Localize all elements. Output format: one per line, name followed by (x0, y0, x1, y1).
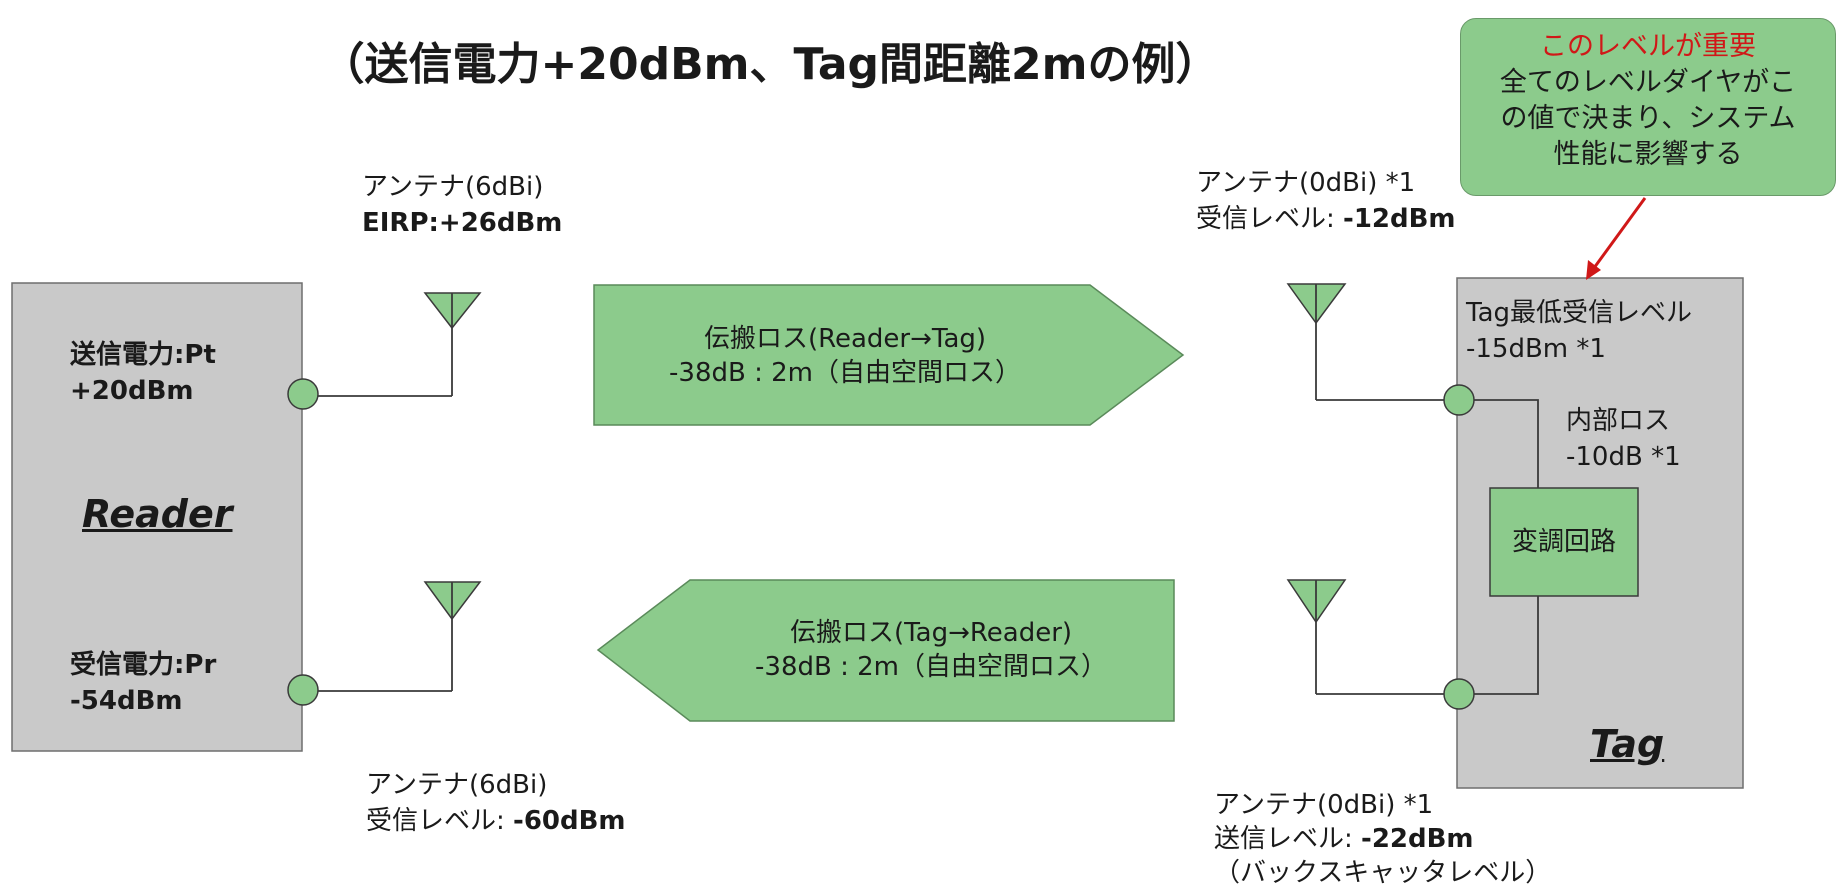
tag-tx-port (1443, 678, 1475, 710)
reader-tx-antenna (318, 292, 482, 397)
callout-line-3: 性能に影響する (1553, 139, 1743, 170)
tag-tx-level-value: -22dBm (1361, 824, 1474, 854)
reader-rx-level-label: 受信レベル: (366, 806, 514, 836)
return-path-line-1: 伝搬ロス(Tag→Reader) (789, 618, 1073, 648)
return-path-line-2: -38dB : 2m（自由空間ロス） (755, 652, 1107, 682)
tag-min-level-value: -15dBm *1 (1466, 334, 1606, 364)
return-path-text: 伝搬ロス(Tag→Reader) -38dB : 2m（自由空間ロス） (686, 616, 1176, 684)
reader-tx-port (287, 378, 319, 410)
reader-tx-antenna-label: アンテナ(6dBi) (362, 172, 544, 202)
tag-tx-antenna (1286, 579, 1444, 695)
reader-name: Reader (82, 492, 233, 536)
reader-tx-power-value: +20dBm (70, 376, 194, 406)
modulator-label: 変調回路 (1511, 527, 1616, 557)
tag-min-level-label: Tag最低受信レベル (1466, 298, 1693, 328)
reader-rx-power-label: 受信電力:Pr (70, 650, 217, 680)
callout-line-1: 全てのレベルダイヤがこ (1499, 67, 1797, 98)
tag-rx-level-label: 受信レベル: (1196, 204, 1344, 234)
tag-rx-antenna-label: アンテナ(0dBi) *1 (1196, 168, 1416, 198)
reader-rx-port (287, 674, 319, 706)
callout-pointer-arrow (1586, 197, 1647, 280)
importance-callout: このレベルが重要 全てのレベルダイヤがこ の値で決まり、システム 性能に影響する (1460, 18, 1836, 196)
tag-internal-loss-value: -10dB *1 (1566, 442, 1681, 472)
tag-rx-port (1443, 384, 1475, 416)
tag-tx-antenna-label: アンテナ(0dBi) *1 (1214, 790, 1434, 820)
tag-internal-wiring (1474, 399, 1539, 695)
reader-box (11, 282, 303, 752)
tag-tx-antenna-note: （バックスキャッタレベル） (1214, 858, 1552, 888)
page-title: （送信電力+20dBm、Tag間距離2mの例） (320, 39, 1220, 90)
callout-line-2: の値で決まり、システム (1500, 103, 1796, 134)
tag-rx-level-value: -12dBm (1343, 204, 1456, 234)
forward-path-line-2: -38dB : 2m（自由空間ロス） (669, 358, 1021, 388)
reader-tx-power-label: 送信電力:Pt (70, 340, 216, 370)
reader-tx-eirp: EIRP:+26dBm (362, 208, 563, 238)
return-path-arrow (596, 579, 1175, 722)
tag-tx-level-label: 送信レベル: (1214, 824, 1362, 854)
callout-highlight: このレベルが重要 (1540, 31, 1756, 62)
reader-rx-power-value: -54dBm (70, 686, 183, 716)
reader-rx-antenna-label: アンテナ(6dBi) (366, 770, 548, 800)
tag-internal-loss-label: 内部ロス (1566, 406, 1671, 436)
tag-name: Tag (1590, 722, 1665, 766)
forward-path-arrow (593, 284, 1185, 426)
tag-tx-level: 送信レベル: -22dBm (1214, 822, 1474, 856)
reader-rx-level: 受信レベル: -60dBm (366, 804, 626, 838)
forward-path-text: 伝搬ロス(Reader→Tag) -38dB : 2m（自由空間ロス） (600, 322, 1090, 390)
forward-path-line-1: 伝搬ロス(Reader→Tag) (703, 324, 987, 354)
modulator-block (1489, 487, 1639, 597)
tag-rx-antenna (1286, 283, 1444, 401)
tag-rx-level: 受信レベル: -12dBm (1196, 202, 1456, 236)
reader-rx-antenna (318, 581, 482, 692)
reader-rx-level-value: -60dBm (513, 806, 626, 836)
